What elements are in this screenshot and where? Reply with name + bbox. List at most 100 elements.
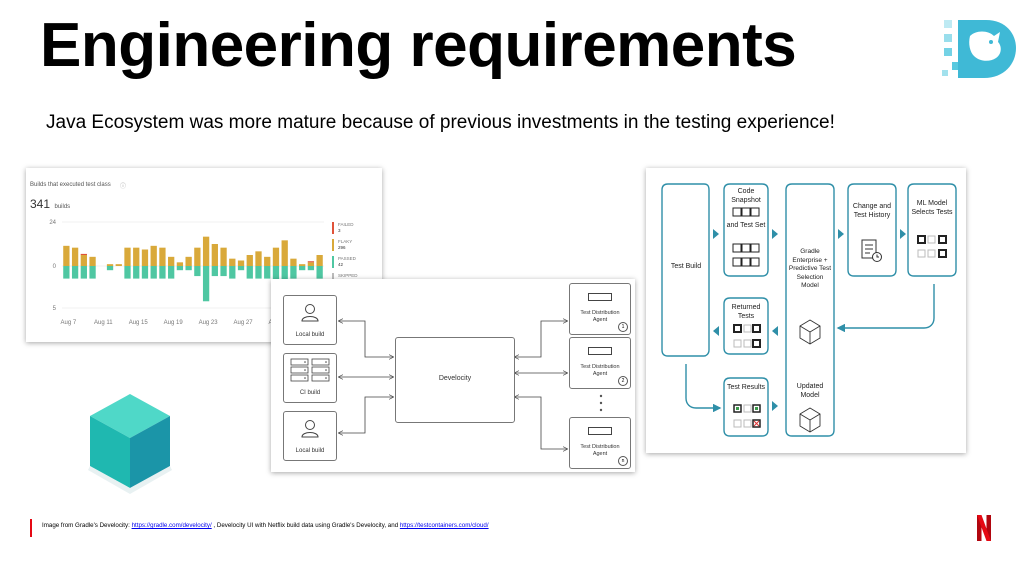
bar-passed bbox=[272, 266, 280, 285]
bar-flaky bbox=[150, 245, 157, 266]
legend-swatch bbox=[332, 256, 334, 268]
bar-flaky bbox=[307, 262, 315, 266]
architecture-connectors bbox=[271, 279, 603, 472]
bar-flaky bbox=[264, 256, 271, 266]
info-icon: ⓘ bbox=[120, 184, 127, 190]
bar-passed bbox=[150, 266, 157, 279]
x-tick-label: Aug 27 bbox=[234, 320, 254, 326]
bar-passed bbox=[80, 266, 87, 279]
bar-passed bbox=[237, 266, 245, 271]
netflix-logo-icon bbox=[977, 515, 991, 541]
bar-passed bbox=[89, 266, 96, 279]
footer-middle: , Develocity UI with Netflix build data … bbox=[211, 522, 400, 529]
agent-badge-1: 1 bbox=[618, 322, 628, 332]
build-count-unit: builds bbox=[54, 204, 71, 210]
legend-label: FLAKY bbox=[338, 239, 353, 244]
ci-build-node: CI build bbox=[283, 353, 337, 403]
pts-flow-diagram bbox=[661, 183, 957, 437]
bar-flaky bbox=[159, 247, 166, 266]
bar-passed bbox=[211, 266, 218, 277]
testcontainers-link[interactable]: https://testcontainers.com/cloud/ bbox=[399, 522, 489, 529]
local-build-node-1: Local build bbox=[283, 295, 337, 345]
bar-flaky bbox=[255, 251, 262, 266]
agent-server-icon bbox=[588, 347, 612, 355]
bar-flaky bbox=[124, 247, 131, 266]
slide-subtitle: Java Ecosystem was more mature because o… bbox=[46, 112, 835, 133]
bar-passed bbox=[264, 266, 271, 279]
legend-label: PASSED bbox=[338, 256, 356, 261]
x-tick-label: Aug 15 bbox=[129, 320, 149, 326]
local-build-label-1: Local build bbox=[295, 332, 325, 338]
bar-flaky bbox=[194, 247, 201, 266]
agent-label-2: Test Distribution Agent bbox=[580, 364, 620, 377]
legend-value: 42 bbox=[338, 262, 344, 267]
bar-passed bbox=[307, 266, 315, 271]
bar-passed bbox=[133, 266, 140, 279]
bar-passed bbox=[106, 266, 114, 271]
bar-flaky bbox=[246, 255, 253, 266]
legend-value: 296 bbox=[338, 245, 346, 250]
and-test-set-label: and Test Set bbox=[726, 222, 766, 229]
bar-flaky bbox=[185, 256, 192, 266]
bar-failed bbox=[307, 261, 315, 263]
test-distribution-agent-n: Test Distribution Agent n bbox=[569, 417, 631, 469]
agent-server-icon bbox=[588, 427, 612, 435]
bar-passed bbox=[281, 266, 288, 288]
bar-passed bbox=[255, 266, 262, 279]
gradle-model-label: Gradle Enterprise + Predictive Test Sele… bbox=[788, 248, 832, 289]
bar-passed bbox=[299, 266, 306, 271]
bar-passed bbox=[176, 266, 184, 271]
bar-flaky bbox=[168, 256, 175, 266]
y-tick-label: 0 bbox=[53, 264, 57, 270]
local-build-label-2: Local build bbox=[295, 448, 325, 454]
user-icon bbox=[301, 420, 319, 438]
test-distribution-agent-1: Test Distribution Agent 1 bbox=[569, 283, 631, 335]
bar-passed bbox=[141, 266, 149, 279]
server-rack-icon bbox=[290, 358, 330, 382]
footer-accent-bar bbox=[30, 519, 32, 537]
agent-label-n: Test Distribution Agent bbox=[580, 444, 620, 457]
bar-passed bbox=[229, 266, 236, 279]
legend-label: FAILED bbox=[338, 222, 354, 227]
updated-model-label: Updated Model bbox=[796, 383, 824, 399]
develocity-link[interactable]: https://gradle.com/develocity/ bbox=[131, 522, 212, 529]
x-tick-label: Aug 11 bbox=[94, 320, 113, 326]
bar-passed bbox=[290, 266, 297, 279]
agent-badge-n: n bbox=[618, 456, 628, 466]
bar-flaky bbox=[71, 247, 79, 266]
cube-icon bbox=[88, 394, 172, 494]
agent-badge-2: 2 bbox=[618, 376, 628, 386]
ml-model-label: ML Model Selects Tests bbox=[911, 200, 953, 216]
bar-passed bbox=[159, 266, 166, 279]
agent-server-icon bbox=[588, 293, 612, 301]
bar-failed bbox=[80, 253, 87, 255]
legend-swatch bbox=[332, 239, 334, 251]
bar-passed bbox=[316, 266, 323, 279]
bar-flaky bbox=[141, 249, 149, 266]
user-icon bbox=[301, 304, 319, 322]
bar-flaky bbox=[63, 245, 70, 266]
change-history-label: Change and Test History bbox=[852, 203, 892, 219]
predictive-test-selection-panel: Test Build Code Snapshot and Test Set Gr… bbox=[646, 168, 966, 453]
x-tick-label: Aug 23 bbox=[199, 320, 219, 326]
test-results-label: Test Results bbox=[726, 384, 766, 391]
bar-flaky bbox=[272, 247, 280, 266]
legend-swatch bbox=[332, 222, 334, 234]
bar-flaky bbox=[106, 264, 114, 266]
develocity-logo-icon bbox=[942, 20, 1016, 78]
local-build-node-2: Local build bbox=[283, 411, 337, 461]
bar-passed bbox=[168, 266, 175, 279]
test-build-label: Test Build bbox=[670, 263, 702, 270]
bar-flaky bbox=[89, 256, 96, 266]
bar-flaky bbox=[133, 247, 140, 266]
bar-flaky bbox=[80, 255, 87, 266]
agent-label-1: Test Distribution Agent bbox=[580, 310, 620, 323]
develocity-node: Develocity bbox=[395, 337, 515, 423]
bar-flaky bbox=[299, 264, 306, 266]
bar-flaky bbox=[290, 258, 297, 266]
